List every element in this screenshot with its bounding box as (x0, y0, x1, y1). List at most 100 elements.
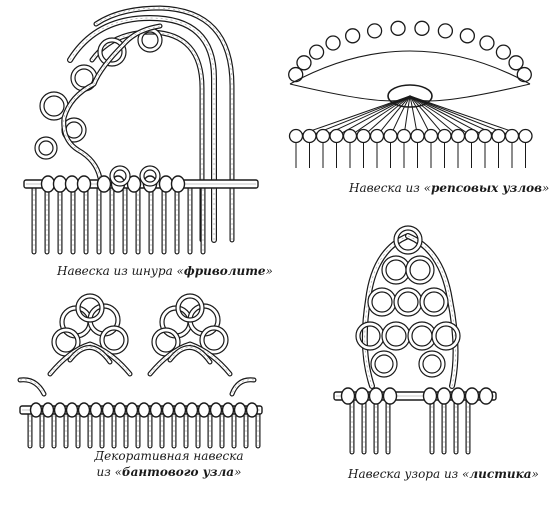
top-bead-5 (345, 28, 361, 44)
caption-leaf-suffix: » (531, 467, 539, 481)
leaf-ring-6 (355, 321, 385, 351)
reps-knot-1-5 (96, 175, 112, 193)
bottom-bead-7 (369, 128, 385, 144)
reps-knot-1-3 (64, 175, 80, 193)
bow-knot-2-tail (147, 341, 233, 377)
top-bead-4 (325, 35, 341, 51)
leaf-knot-6 (436, 387, 452, 405)
top-bead-7 (390, 20, 406, 36)
frivolite-loop-6 (34, 136, 58, 160)
arch-cord-outer-twist (69, 17, 215, 240)
leaf-knot-9 (478, 387, 494, 405)
caption-reps-prefix: Навеска из « (349, 181, 431, 195)
bar-loop-2-core (140, 166, 160, 186)
bow-knot-1-loop-right (99, 325, 129, 355)
reps-knot-1-7 (126, 175, 142, 193)
caption-frivolite: Навеска из шнура «фриволите» (57, 264, 273, 278)
leaf-ring-1-core (382, 256, 410, 284)
bow-wrap-8 (113, 402, 127, 418)
bottom-bead-1 (288, 128, 304, 144)
leaf-ring-10 (370, 350, 398, 378)
bow-wrap-2 (41, 402, 55, 418)
reps-knot-1-9 (158, 175, 174, 193)
bottom-bead-8 (383, 128, 398, 144)
bottom-bead-16 (491, 128, 506, 144)
bow-knot-1-tail (47, 341, 133, 377)
bow-knot-1-tie (67, 345, 113, 365)
leaf-knot-1 (340, 387, 356, 405)
caption-bow-knot-line1: Декоративная навеска (94, 449, 244, 463)
frivolite-loop-4-core (40, 92, 68, 120)
bow-knot-2-tie-core (168, 346, 212, 364)
leaf-ring-10-core (371, 351, 397, 377)
bow-knot-2-loop-top-core (176, 294, 204, 322)
top-bead-12 (495, 44, 512, 60)
caption-bow-knot-prefix: из « (96, 465, 122, 479)
frivolite-chain-twist (63, 25, 161, 179)
bow-wrap-13 (173, 402, 187, 418)
caption-bow-knot-line2: из «бантового узла» (49, 464, 289, 480)
leaf-pattern-mounting (333, 225, 497, 455)
top-bead-3 (308, 44, 325, 60)
leaf-ring-3 (367, 287, 397, 317)
reps-knot-1-10 (170, 175, 186, 193)
caption-frivolite-prefix: Навеска из шнура « (57, 264, 184, 278)
bottom-bead-5 (342, 128, 358, 144)
bow-wrap-12 (161, 402, 175, 418)
top-bead-14 (516, 66, 532, 83)
bow-wrap-1 (29, 402, 43, 418)
leaf-knot-7 (450, 387, 466, 405)
leaf-ring-11 (418, 350, 446, 378)
caption-frivolite-suffix: » (265, 264, 273, 278)
bottom-bead-3 (315, 128, 331, 144)
bow-cord-left-core (18, 378, 46, 396)
leaf-ring-1 (381, 255, 411, 285)
bow-wrap-9 (125, 402, 139, 418)
leaf-ring-2 (405, 255, 435, 285)
caption-frivolite-emphasis: фриволите (183, 264, 266, 278)
bottom-bead-11 (423, 128, 439, 144)
bow-cord-right (229, 377, 257, 397)
bow-wrap-19 (245, 402, 259, 418)
bow-knot-2-loop-right (199, 325, 229, 355)
top-bead-8 (414, 20, 430, 36)
leaf-cord-left-twist (364, 235, 409, 387)
frivolite-loop-2-core (98, 38, 126, 66)
arch-cord-outer (67, 15, 217, 243)
bottom-bead-4 (329, 128, 344, 144)
bow-wrap-18 (233, 402, 247, 418)
leaf-ring-7-core (382, 322, 410, 350)
frivolite-loop-2 (97, 37, 127, 67)
bottom-bead-9 (396, 128, 412, 144)
bar-loop-1 (109, 165, 131, 187)
arch-cord-top (93, 5, 235, 243)
bow-knot-decorative-mounting (17, 293, 263, 449)
bow-wrap-10 (137, 402, 151, 418)
bow-wrap-3 (53, 402, 67, 418)
top-bead-2 (296, 55, 312, 71)
bottom-bead-10 (410, 128, 425, 144)
caption-reps-emphasis: репсовых узлов (431, 181, 542, 195)
top-bead-10 (459, 28, 475, 44)
reps-knot-mounting (288, 20, 533, 168)
leaf-ring-6-core (356, 322, 384, 350)
reps-knot-1-1 (40, 175, 56, 193)
frivolite-loop-4 (39, 91, 69, 121)
bow-cord-right-twist (231, 379, 255, 395)
reps-knot-1-2 (52, 175, 68, 193)
bow-knot-1-loop-top-core (76, 294, 104, 322)
bow-knot-1-tail-twist (49, 343, 131, 375)
leaf-ring-7 (381, 321, 411, 351)
arch-cord-top-twist (95, 7, 233, 240)
bow-wrap-14 (185, 402, 199, 418)
leaf-ring-2-core (406, 256, 434, 284)
caption-leaf: Навеска узора из «листика» (348, 467, 539, 481)
caption-leaf-prefix: Навеска узора из « (348, 467, 470, 481)
bow-wrap-7 (101, 402, 115, 418)
frivolite-loop-6-core (35, 137, 57, 159)
leaf-ring-11-core (419, 351, 445, 377)
leaf-top-ring (393, 225, 423, 255)
top-bead-6 (366, 23, 383, 39)
